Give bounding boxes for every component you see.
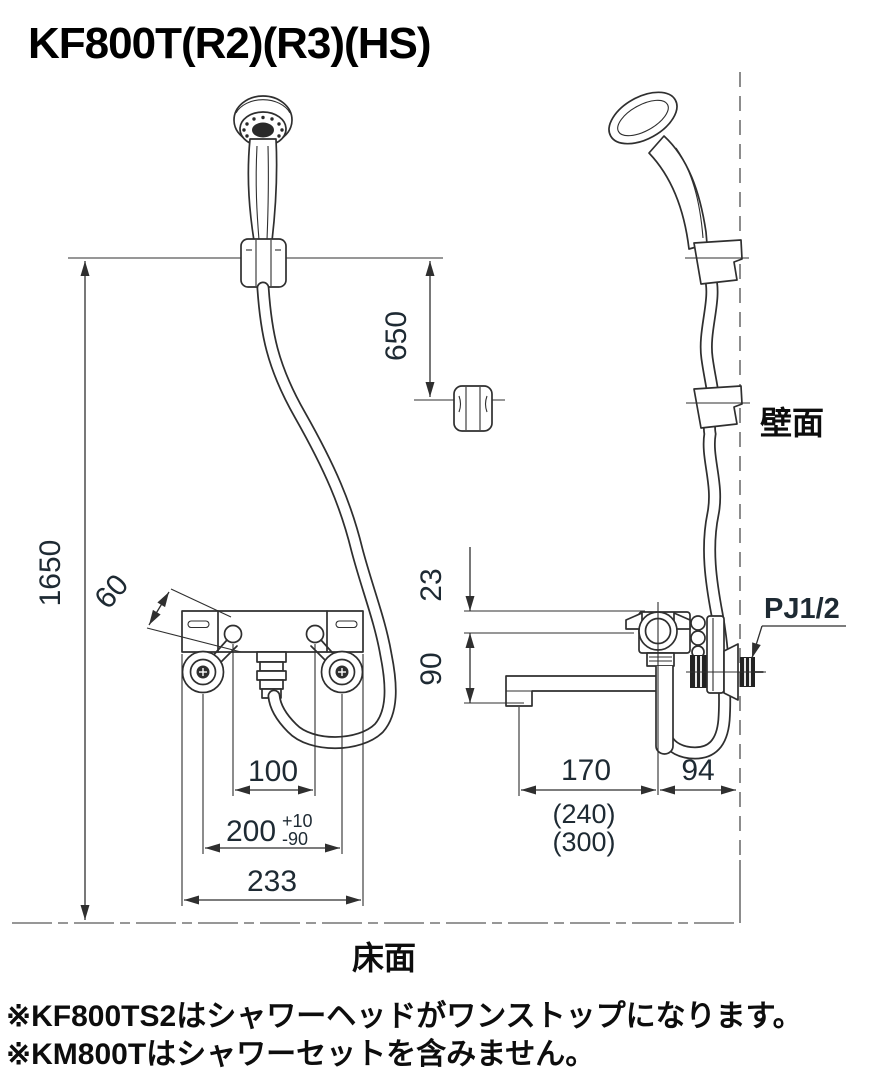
floor-surface-label: 床面 [352, 940, 416, 976]
dimensions: 1650 650 60 100 200 +10 -90 233 23 90 [34, 261, 846, 920]
wall-surface-label: 壁面 [760, 405, 824, 441]
shower-hose-front [256, 281, 397, 750]
shower-head-front-icon [233, 95, 293, 242]
dim-100-label: 100 [248, 755, 298, 788]
hose-outlet-tube [655, 666, 674, 755]
dim-200-tol-plus: +10 [282, 811, 313, 831]
dim-line-60 [148, 591, 170, 626]
hanger-lower-side-icon [686, 385, 750, 429]
shower-head-side-icon [608, 91, 678, 145]
pipe-joint-leader [751, 625, 763, 659]
dim-23-label: 23 [415, 568, 448, 601]
dim-240-label: (240) [552, 799, 615, 829]
mounting-leg-right [320, 650, 364, 694]
wall-connection [686, 615, 766, 701]
dim-200-label: 200 [226, 815, 276, 848]
shower-holder-front-icon [240, 238, 287, 288]
shower-hose-side [660, 269, 732, 760]
hanger-upper-side-icon [685, 239, 749, 285]
dim-300-label: (300) [552, 827, 615, 857]
side-view [505, 91, 766, 795]
mounting-leg-left [181, 650, 225, 694]
reference-lines [12, 72, 741, 924]
dim-1650-label: 1650 [34, 540, 67, 607]
page-title: KF800T(R2)(R3)(HS) [28, 19, 430, 68]
note-line-1: ※KF800TS2はシャワーヘッドがワンストップになります。 [6, 999, 803, 1033]
faucet-body-front [181, 610, 364, 699]
dim-60-label: 60 [88, 568, 135, 615]
dim-200-tol-minus: -90 [282, 829, 308, 849]
dim-233-label: 233 [247, 865, 297, 898]
note-line-2: ※KM800Tはシャワーセットを含みません。 [6, 1037, 595, 1071]
dim-650-label: 650 [380, 311, 413, 361]
dim-170-label: 170 [561, 754, 611, 787]
pipe-joint-label: PJ1/2 [764, 593, 840, 625]
dim-90-label: 90 [415, 652, 448, 685]
faucet-side [505, 602, 766, 795]
hanger-hook-front-icon [414, 385, 505, 432]
front-view [181, 95, 505, 750]
shower-handle-side [648, 135, 708, 250]
dim-94-label: 94 [681, 754, 714, 787]
